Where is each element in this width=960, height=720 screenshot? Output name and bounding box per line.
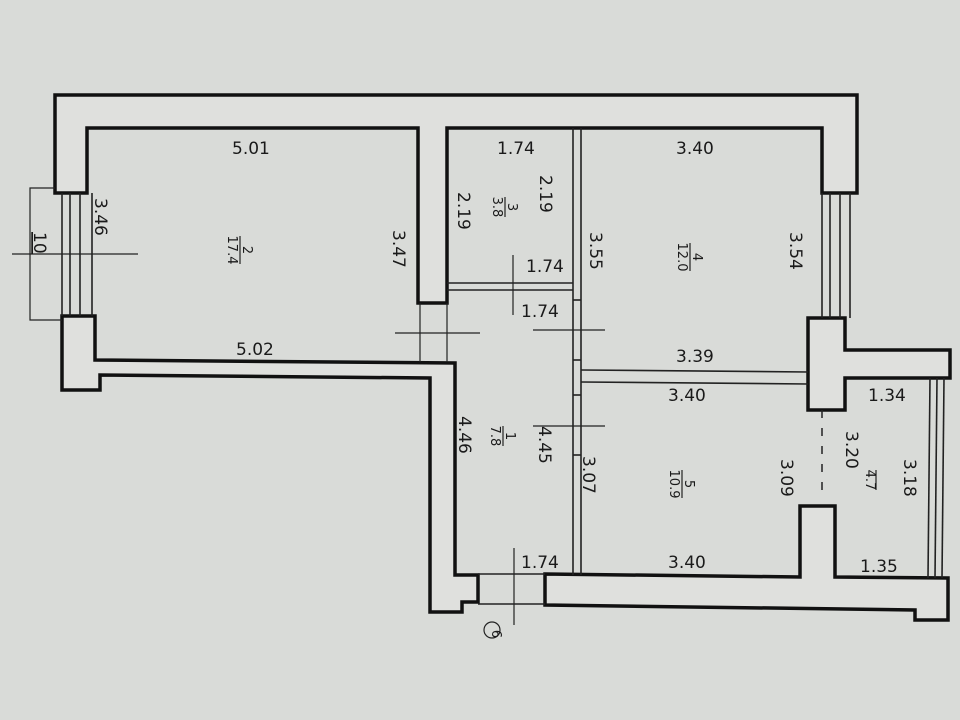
room-label-balcony: 4.7 xyxy=(862,470,877,491)
svg-text:4.7: 4.7 xyxy=(862,470,877,491)
svg-text:1: 1 xyxy=(502,432,517,440)
dim-room3-bottom: 1.74 xyxy=(526,257,564,277)
dim-balcony-bottom: 1.35 xyxy=(860,557,898,577)
dim-corridor-left: 4.46 xyxy=(454,416,474,454)
dim-balcony-top: 1.34 xyxy=(868,386,906,406)
dim-room5-bottom: 3.40 xyxy=(668,553,706,573)
dim-room5-right: 3.09 xyxy=(776,459,796,497)
room-label-5: 5 10.9 xyxy=(666,470,696,499)
dim-room2-bottom: 5.02 xyxy=(236,340,274,360)
dim-room5-left: 3.07 xyxy=(578,456,598,494)
axis-marker: 6 xyxy=(483,621,503,639)
dim-corridor-bottom: 1.74 xyxy=(521,553,559,573)
dim-balcony-left: 3.20 xyxy=(841,431,861,469)
room-label-4: 4 12.0 xyxy=(674,243,704,272)
dim-balcony-right: 3.18 xyxy=(899,459,919,497)
left-lower-wall xyxy=(60,314,480,614)
room-label-2: 2 17.4 xyxy=(224,236,254,265)
dim-room2-top: 5.01 xyxy=(232,139,270,159)
svg-text:7.8: 7.8 xyxy=(487,426,502,447)
dim-corridor-right: 4.45 xyxy=(534,426,554,464)
svg-text:4: 4 xyxy=(689,253,704,261)
dim-room4-right: 3.54 xyxy=(785,232,805,270)
section-lines xyxy=(12,253,823,625)
room-label-3: 3 3.8 xyxy=(489,197,519,218)
svg-text:6: 6 xyxy=(488,630,503,638)
dim-room3-right: 2.19 xyxy=(535,175,555,213)
svg-text:5: 5 xyxy=(681,480,696,488)
right-pier-wall xyxy=(806,316,952,412)
dim-room5-top: 3.40 xyxy=(668,386,706,406)
svg-text:17.4: 17.4 xyxy=(224,236,239,265)
dim-room2-right: 3.47 xyxy=(388,230,408,268)
svg-text:2: 2 xyxy=(239,246,254,254)
svg-text:12.0: 12.0 xyxy=(674,243,689,272)
svg-text:3.8: 3.8 xyxy=(489,197,504,218)
dim-room3-top: 1.74 xyxy=(497,139,535,159)
room-label-1: 1 7.8 xyxy=(487,426,517,447)
balcony-glazing xyxy=(927,377,945,579)
svg-text:10.9: 10.9 xyxy=(666,470,681,499)
dim-room4-top: 3.40 xyxy=(676,139,714,159)
bottom-wall xyxy=(543,504,950,622)
dim-room4-left: 3.55 xyxy=(585,232,605,270)
dim-room4-bottom: 3.39 xyxy=(676,347,714,367)
partitions xyxy=(447,128,809,605)
dim-window-width: 10 xyxy=(29,232,49,254)
dim-room3-left: 2.19 xyxy=(453,192,473,230)
dim-room2-left: 3.46 xyxy=(90,198,110,236)
dim-corridor-top: 1.74 xyxy=(521,302,559,322)
svg-text:3: 3 xyxy=(504,203,519,211)
window-right xyxy=(821,193,851,318)
